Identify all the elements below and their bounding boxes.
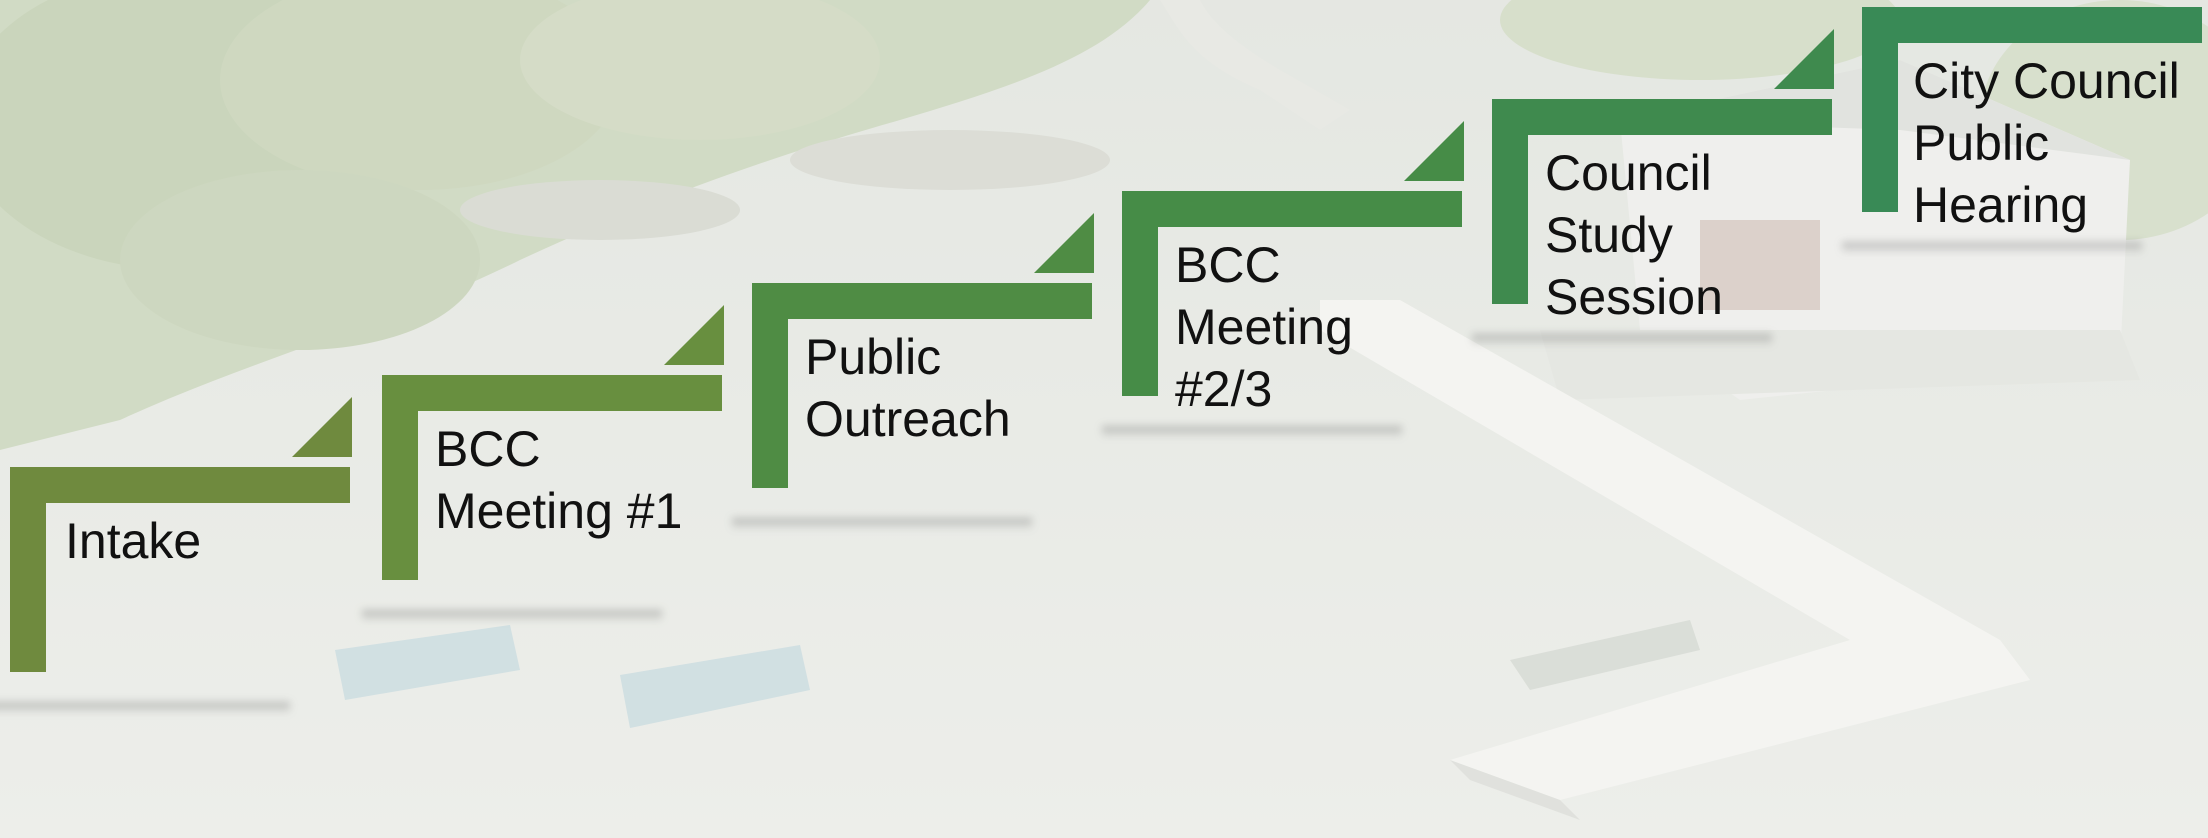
process-step: Public Outreach bbox=[732, 213, 1094, 530]
step-arrow-triangle bbox=[292, 397, 352, 457]
step-label: Public Outreach bbox=[805, 329, 1011, 447]
step-shadow bbox=[1472, 334, 1772, 346]
step-top-bar bbox=[1122, 191, 1462, 227]
step-left-bar bbox=[1492, 99, 1528, 304]
step-shadow bbox=[1102, 426, 1402, 438]
step-top-bar bbox=[1862, 7, 2202, 43]
step-shadow bbox=[732, 518, 1032, 530]
step-label: City Council Public Hearing bbox=[1913, 53, 2180, 233]
step-shadow bbox=[1842, 242, 2142, 254]
step-label: Council Study Session bbox=[1545, 145, 1723, 325]
step-arrow-triangle bbox=[1774, 29, 1834, 89]
step-left-bar bbox=[382, 375, 418, 580]
step-shadow bbox=[0, 702, 290, 714]
process-step: BCC Meeting #2/3 bbox=[1102, 121, 1464, 438]
step-shadow bbox=[362, 610, 662, 622]
step-top-bar bbox=[752, 283, 1092, 319]
step-arrow-triangle bbox=[1034, 213, 1094, 273]
step-label: BCC Meeting #2/3 bbox=[1175, 237, 1353, 417]
step-top-bar bbox=[382, 375, 722, 411]
step-left-bar bbox=[1122, 191, 1158, 396]
process-step: Council Study Session bbox=[1472, 29, 1834, 346]
process-step: BCC Meeting #1 bbox=[362, 305, 724, 622]
step-left-bar bbox=[752, 283, 788, 488]
step-arrow-triangle bbox=[664, 305, 724, 365]
step-top-bar bbox=[10, 467, 350, 503]
step-label: BCC Meeting #1 bbox=[435, 421, 683, 539]
step-top-bar bbox=[1492, 99, 1832, 135]
step-label: Intake bbox=[65, 513, 202, 569]
step-arrow-triangle bbox=[1404, 121, 1464, 181]
step-left-bar bbox=[1862, 7, 1898, 212]
step-left-bar bbox=[10, 467, 46, 672]
process-step: Intake bbox=[0, 397, 352, 714]
process-step: City Council Public Hearing bbox=[1842, 7, 2202, 254]
